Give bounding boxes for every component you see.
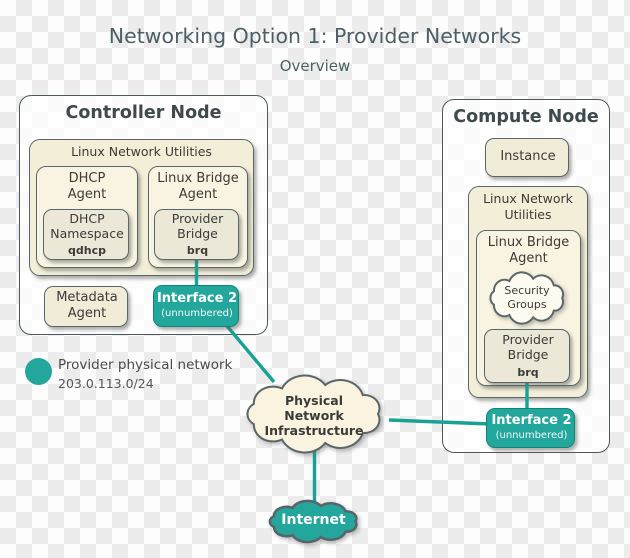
- compute-provider-bridge-sub: brq: [517, 366, 539, 379]
- controller-provider-bridge-label: Provider Bridge: [171, 211, 224, 241]
- controller-provider-bridge-sub: brq: [186, 244, 209, 257]
- security-groups-label: Security Groups: [504, 284, 550, 311]
- controller-interface2-box: Interface 2 (unnumbered): [153, 285, 239, 327]
- instance-box: Instance: [485, 138, 569, 177]
- compute-node-title: Compute Node: [453, 107, 599, 127]
- compute-provider-bridge-box: Provider Bridge brq: [484, 329, 570, 383]
- controller-linux-network-utilities-label: Linux Network Utilities: [71, 144, 212, 159]
- controller-provider-bridge-box: Provider Bridge brq: [154, 209, 239, 260]
- controller-linux-bridge-agent-label: Linux Bridge Agent: [157, 171, 239, 203]
- internet-cloud: [261, 499, 366, 544]
- controller-node-title: Controller Node: [65, 103, 222, 123]
- compute-linux-bridge-agent-label: Linux Bridge Agent: [487, 235, 570, 267]
- internet-cloud-label: Internet: [281, 512, 346, 528]
- controller-interface2-sub: (unnumbered): [161, 308, 233, 319]
- compute-interface2-sub: (unnumbered): [495, 430, 568, 441]
- security-groups-cloud: [483, 270, 571, 326]
- compute-interface2-box: Interface 2 (unnumbered): [486, 408, 575, 448]
- instance-label: Instance: [500, 149, 556, 164]
- dhcp-namespace-label: DHCP Namespace: [50, 211, 124, 241]
- metadata-agent-label: Metadata Agent: [56, 290, 118, 322]
- physical-network-cloud-label: Physical Network Infrastructure: [264, 393, 364, 438]
- metadata-agent-box: Metadata Agent: [44, 286, 128, 327]
- compute-interface2-label: Interface 2: [491, 413, 572, 428]
- legend-swatch: [25, 358, 52, 385]
- page-subtitle: Overview: [279, 57, 351, 75]
- legend-label: Provider physical network: [58, 357, 233, 373]
- connector-controller-interface-to-cloud: [225, 324, 276, 384]
- page-title: Networking Option 1: Provider Networks: [108, 24, 522, 48]
- legend-cidr: 203.0.113.0/24: [58, 376, 154, 391]
- compute-linux-network-utilities-label: Linux Network Utilities: [483, 191, 573, 222]
- connector-cloud-to-compute-interface: [388, 418, 491, 426]
- physical-network-cloud: [234, 372, 394, 456]
- dhcp-agent-label: DHCP Agent: [67, 171, 107, 203]
- dhcp-namespace-box: DHCP Namespace qdhcp: [43, 209, 129, 260]
- compute-provider-bridge-label: Provider Bridge: [502, 332, 554, 362]
- controller-interface2-label: Interface 2: [156, 291, 238, 306]
- dhcp-namespace-sub: qdhcp: [68, 244, 106, 257]
